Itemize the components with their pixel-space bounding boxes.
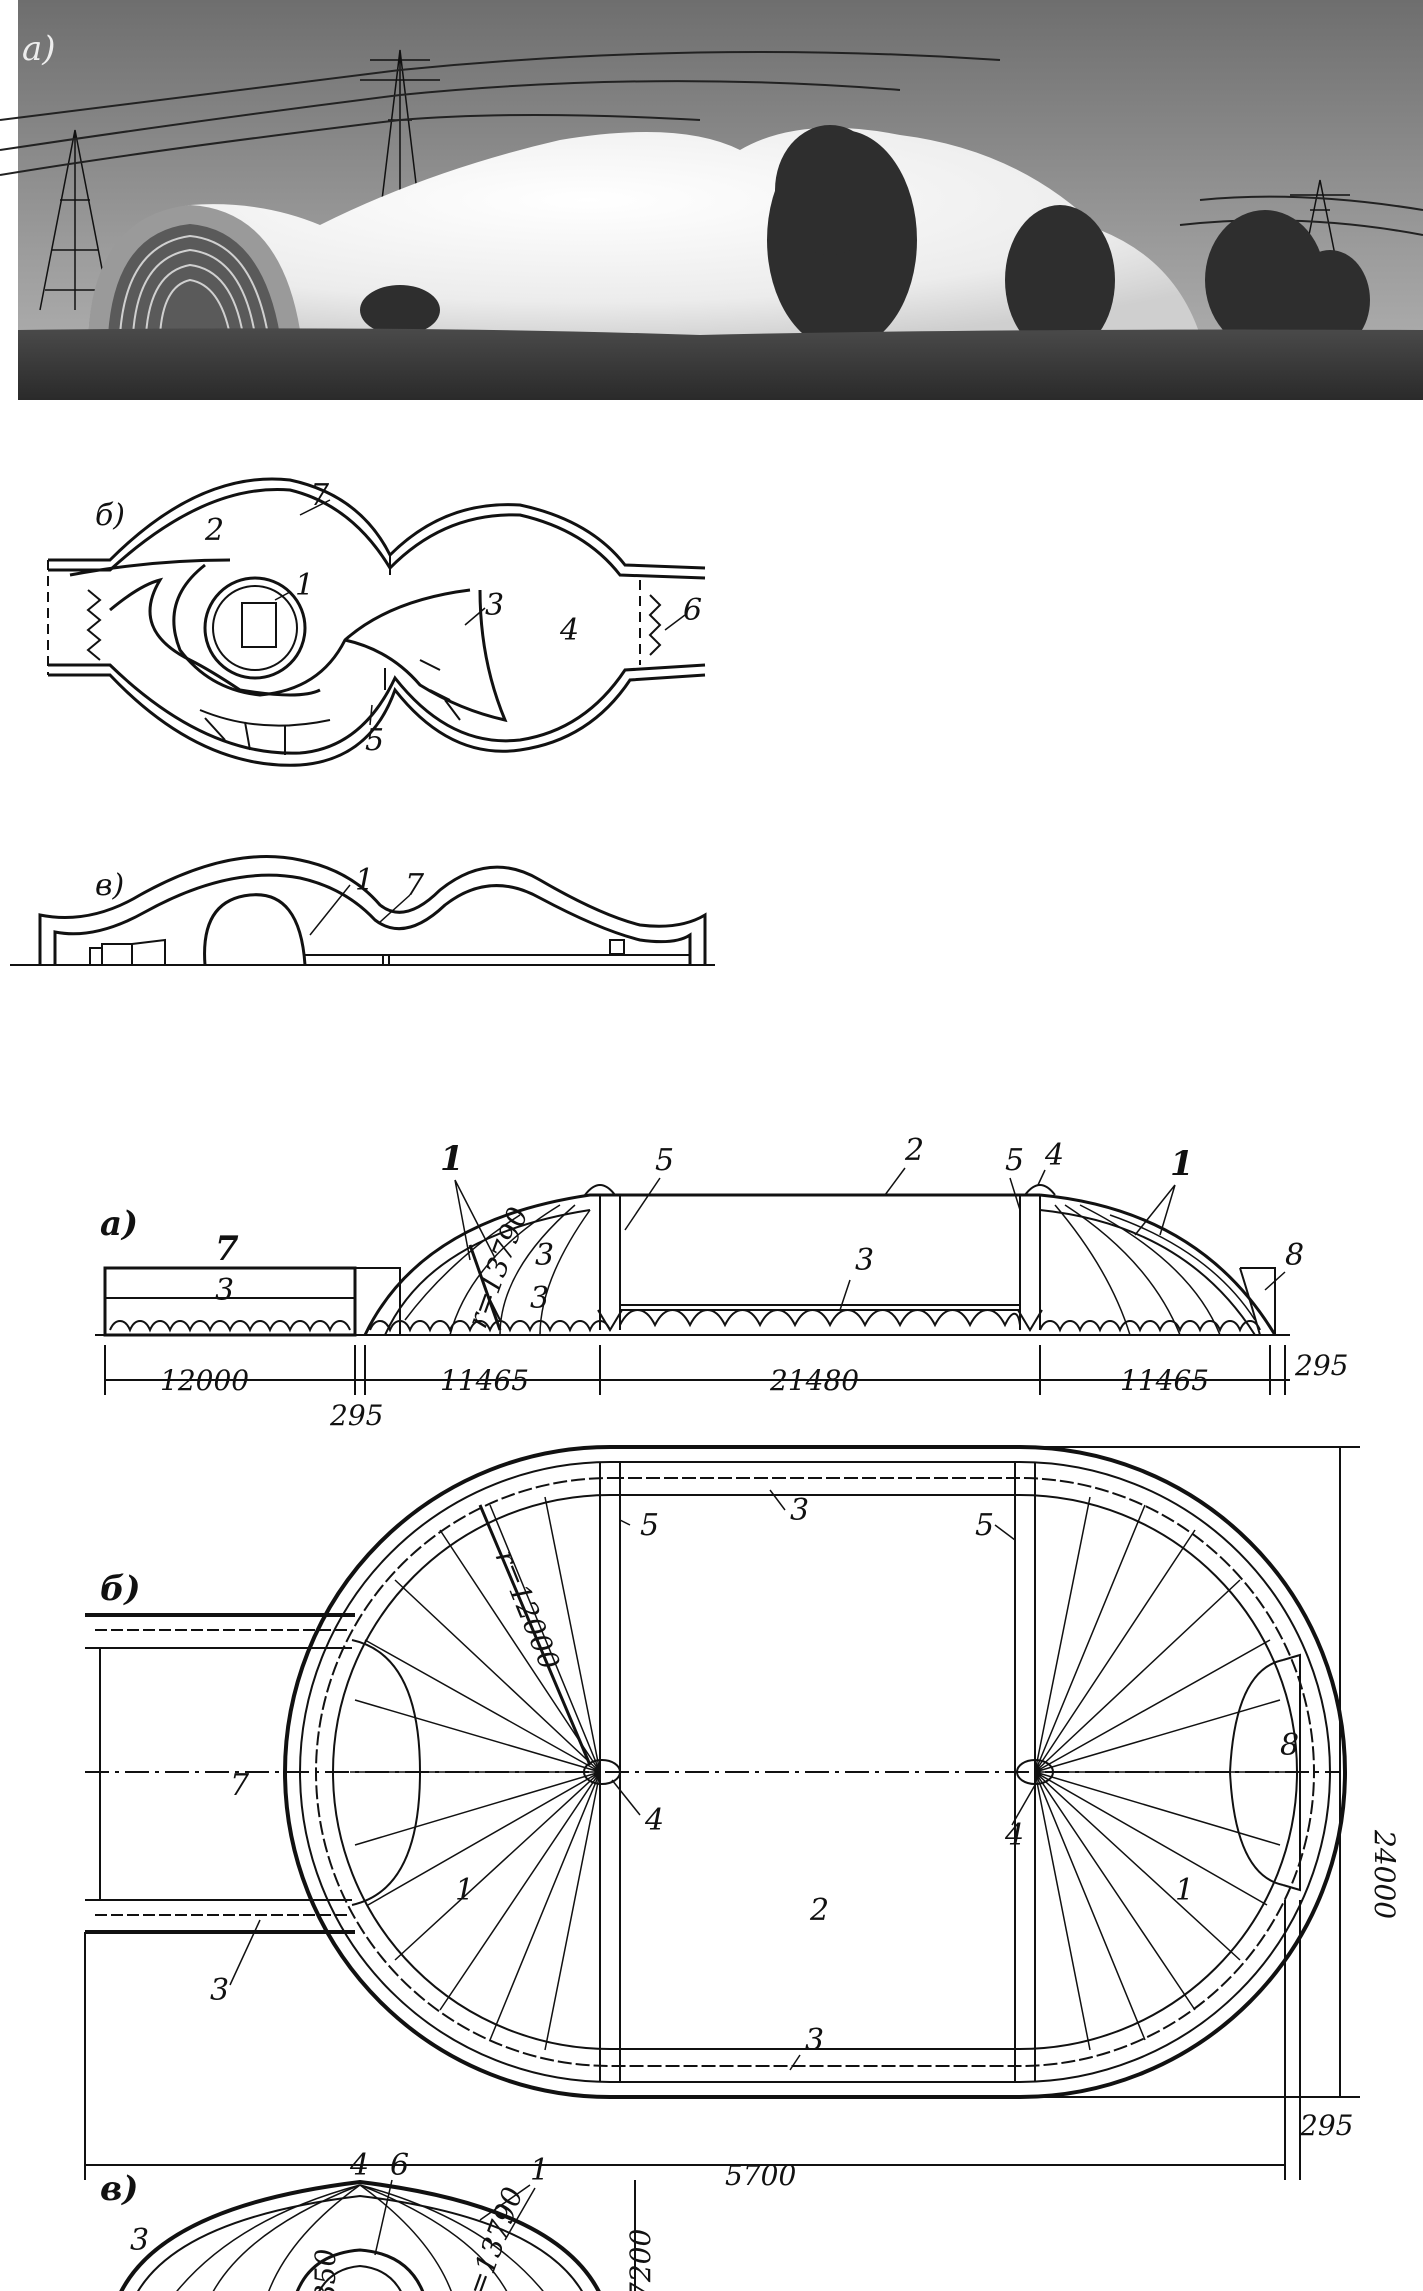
elevation-label: а) bbox=[100, 1204, 138, 1244]
elevation-callout-7: 7 bbox=[215, 1229, 239, 1269]
plan-callout-3: 3 bbox=[485, 588, 504, 623]
plan-callout-2: 2 bbox=[809, 1893, 829, 1928]
cross-dim-3350: 3350 bbox=[309, 2249, 342, 2291]
plan-callout-1: 1 bbox=[295, 568, 314, 603]
plan-radius: r=12000 bbox=[489, 1545, 567, 1674]
elevation-callout-5-right: 5 bbox=[1005, 1143, 1024, 1178]
elevation-dim-12000: 12000 bbox=[160, 1364, 249, 1397]
elevation-callout-4: 4 bbox=[1044, 1138, 1064, 1173]
plan-callout-7: 7 bbox=[230, 1768, 250, 1803]
figure1-section-label: в) bbox=[95, 868, 124, 903]
figure1-section: в) 1 7 bbox=[10, 855, 715, 966]
cross-callout-6: 6 bbox=[390, 2148, 409, 2183]
elevation-callout-1-right: 1 bbox=[1170, 1144, 1194, 1184]
section-callout-7: 7 bbox=[405, 868, 425, 903]
elevation-callout-1-left: 1 bbox=[440, 1139, 464, 1179]
figure2-cross-section: в) 3350 7200 r=13790 4 6 1 3 bbox=[100, 2148, 657, 2291]
plan-label: б) bbox=[100, 1569, 141, 1609]
plan-dim-24000: 24000 bbox=[1368, 1829, 1401, 1919]
plan-callout-3-bottom: 3 bbox=[805, 2023, 824, 2058]
elevation-radius: r=13790 bbox=[461, 1203, 535, 1333]
elevation-callout-3-center: 3 bbox=[855, 1243, 874, 1278]
elevation-callout-3-tunnel: 3 bbox=[215, 1273, 234, 1308]
plan-dim-5700: 5700 bbox=[725, 2159, 796, 2192]
plan-callout-3-tunnel: 3 bbox=[210, 1973, 229, 2008]
plan-callout-6: 6 bbox=[683, 593, 702, 628]
elevation-dim-295-right: 295 bbox=[1294, 1349, 1348, 1382]
cross-section-label: в) bbox=[100, 2169, 138, 2209]
figure1-plan-label: б) bbox=[95, 498, 125, 533]
elevation-dim-295-left: 295 bbox=[329, 1399, 383, 1432]
plan-callout-5-left: 5 bbox=[640, 1508, 659, 1543]
plan-callout-4-right: 4 bbox=[1004, 1818, 1024, 1853]
figure2-plan: б) 24000 295 5 bbox=[84, 1445, 1401, 2192]
figure2-elevation: а) r=13790 1 bbox=[95, 1133, 1348, 1432]
cross-callout-4: 4 bbox=[349, 2148, 369, 2183]
elevation-dim-11465-right: 11465 bbox=[1120, 1364, 1209, 1397]
photo-label: а) bbox=[22, 29, 56, 69]
elevation-callout-3-base: 3 bbox=[530, 1281, 549, 1316]
cross-callout-3: 3 bbox=[130, 2223, 149, 2258]
elevation-callout-2: 2 bbox=[904, 1133, 924, 1168]
elevation-callout-5-left: 5 bbox=[655, 1143, 674, 1178]
plan-callout-1-left: 1 bbox=[455, 1873, 474, 1908]
plan-callout-4-left: 4 bbox=[644, 1803, 664, 1838]
cross-callout-1: 1 bbox=[530, 2153, 549, 2188]
plan-callout-4: 4 bbox=[559, 613, 579, 648]
plan-callout-8: 8 bbox=[1280, 1728, 1299, 1763]
photo-air-supported-structure: а) bbox=[0, 0, 1423, 400]
plan-callout-7: 7 bbox=[310, 478, 330, 513]
elevation-dim-11465-left: 11465 bbox=[440, 1364, 529, 1397]
plan-callout-5: 5 bbox=[365, 723, 384, 758]
elevation-callout-3-dome: 3 bbox=[535, 1238, 554, 1273]
plan-callout-5-right: 5 bbox=[975, 1508, 994, 1543]
cross-dim-7200: 7200 bbox=[624, 2229, 657, 2291]
section-callout-1: 1 bbox=[355, 863, 374, 898]
plan-callout-1-right: 1 bbox=[1175, 1873, 1194, 1908]
elevation-callout-8: 8 bbox=[1285, 1238, 1304, 1273]
plan-callout-3-top: 3 bbox=[790, 1493, 809, 1528]
plan-dim-295: 295 bbox=[1299, 2109, 1353, 2142]
plan-callout-2: 2 bbox=[204, 513, 224, 548]
elevation-dim-21480: 21480 bbox=[769, 1364, 859, 1397]
figure1-plan: б) 7 2 1 3 4 5 6 bbox=[47, 477, 706, 767]
